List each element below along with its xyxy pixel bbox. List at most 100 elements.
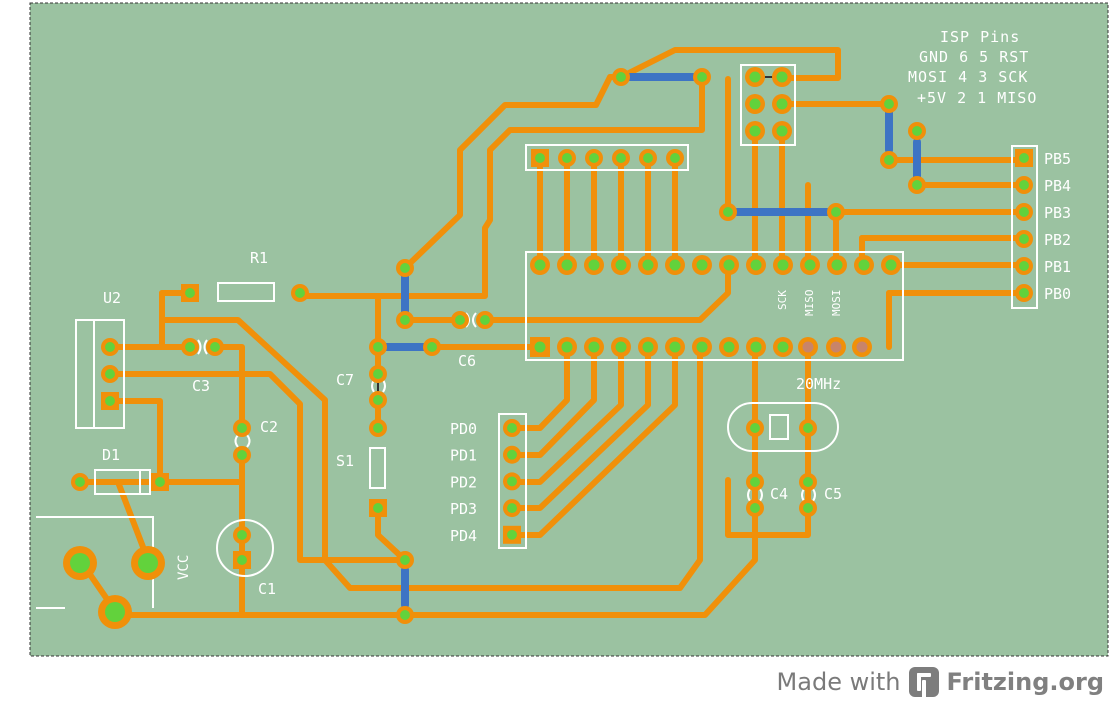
pad [503, 499, 521, 518]
label-vcc: VCC [176, 555, 192, 580]
pad [503, 525, 521, 544]
pad [799, 419, 817, 437]
pad [612, 149, 630, 167]
pad [206, 338, 224, 356]
pad [131, 546, 165, 580]
pd-label: PD2 [450, 473, 477, 491]
pad [746, 473, 764, 491]
pad [233, 446, 251, 464]
pad [693, 68, 711, 86]
pad [369, 338, 387, 356]
pad [612, 68, 630, 86]
pad [745, 94, 765, 114]
pd-label: PD3 [450, 500, 477, 518]
pad [1015, 257, 1033, 275]
pd-label: PD4 [450, 527, 477, 545]
pad [584, 255, 604, 275]
pad [233, 419, 251, 437]
pad [665, 337, 685, 357]
pad [181, 284, 199, 302]
made-with-text: Made with [776, 668, 901, 696]
pad [396, 311, 414, 329]
pad [63, 546, 97, 580]
pad [369, 419, 387, 437]
pad [396, 551, 414, 569]
pad [827, 203, 845, 221]
pad [746, 499, 764, 517]
label-r1: R1 [250, 249, 268, 267]
pad [585, 149, 603, 167]
pad [639, 149, 657, 167]
label-crystal: 20MHz [796, 375, 841, 393]
fritzing-brand: Fritzing.org [946, 668, 1104, 696]
isp-title: ISP Pins [940, 28, 1020, 46]
pad [745, 121, 765, 141]
pad [611, 337, 631, 357]
pad [746, 419, 764, 437]
pad [719, 255, 739, 275]
pad [666, 149, 684, 167]
pad [719, 337, 739, 357]
isp-row3: +5V 2 1 MISO [917, 89, 1037, 107]
label-sck: SCK [776, 290, 789, 310]
pad [773, 255, 793, 275]
pad [1015, 176, 1033, 194]
pb-label: PB3 [1044, 204, 1071, 222]
pad [881, 255, 901, 275]
pad [101, 365, 119, 383]
pad [772, 94, 792, 114]
label-s1: S1 [336, 452, 354, 470]
pb-label: PB2 [1044, 231, 1071, 249]
silkscreen [36, 64, 1038, 609]
pad [1015, 230, 1033, 248]
pad [530, 255, 550, 275]
pad [101, 392, 119, 410]
pad [800, 255, 820, 275]
fritzing-logo-icon [908, 667, 939, 697]
label-c7: C7 [336, 371, 354, 389]
pad [799, 499, 817, 517]
pad [476, 311, 494, 329]
pad [423, 338, 441, 356]
pad [772, 67, 792, 87]
pb-label: PB0 [1044, 285, 1071, 303]
pad [558, 149, 576, 167]
label-c5: C5 [824, 485, 842, 503]
pad [557, 255, 577, 275]
pad [530, 337, 550, 357]
pad [531, 149, 549, 167]
pad [908, 122, 926, 140]
pad [908, 176, 926, 194]
label-u2: U2 [103, 289, 121, 307]
label-miso: MISO [803, 290, 816, 317]
pad [369, 365, 387, 383]
pad [638, 337, 658, 357]
pad [611, 255, 631, 275]
pad [151, 473, 169, 491]
silk-text: ISP Pins GND 6 5 RST MOSI 4 3 SCK +5V 2 … [102, 28, 1037, 598]
pcb-board [29, 2, 1109, 657]
pad [692, 255, 712, 275]
pad [665, 255, 685, 275]
label-c4: C4 [770, 485, 788, 503]
pad [369, 391, 387, 409]
label-c3: C3 [192, 377, 210, 395]
copper-traces [77, 47, 1027, 618]
pad [396, 259, 414, 277]
label-mosi: MOSI [830, 290, 843, 317]
isp-row1: GND 6 5 RST [919, 48, 1029, 66]
pad [880, 95, 898, 113]
pad [557, 337, 577, 357]
pad [773, 337, 793, 357]
pad [503, 472, 521, 491]
jumper-wires [382, 73, 921, 609]
pad [101, 338, 119, 356]
pad [451, 311, 469, 329]
label-c2: C2 [260, 418, 278, 436]
pb-label: PB5 [1044, 150, 1071, 168]
pad [772, 121, 792, 141]
pb-label: PB1 [1044, 258, 1071, 276]
pad [1015, 284, 1033, 302]
pad [852, 337, 872, 357]
